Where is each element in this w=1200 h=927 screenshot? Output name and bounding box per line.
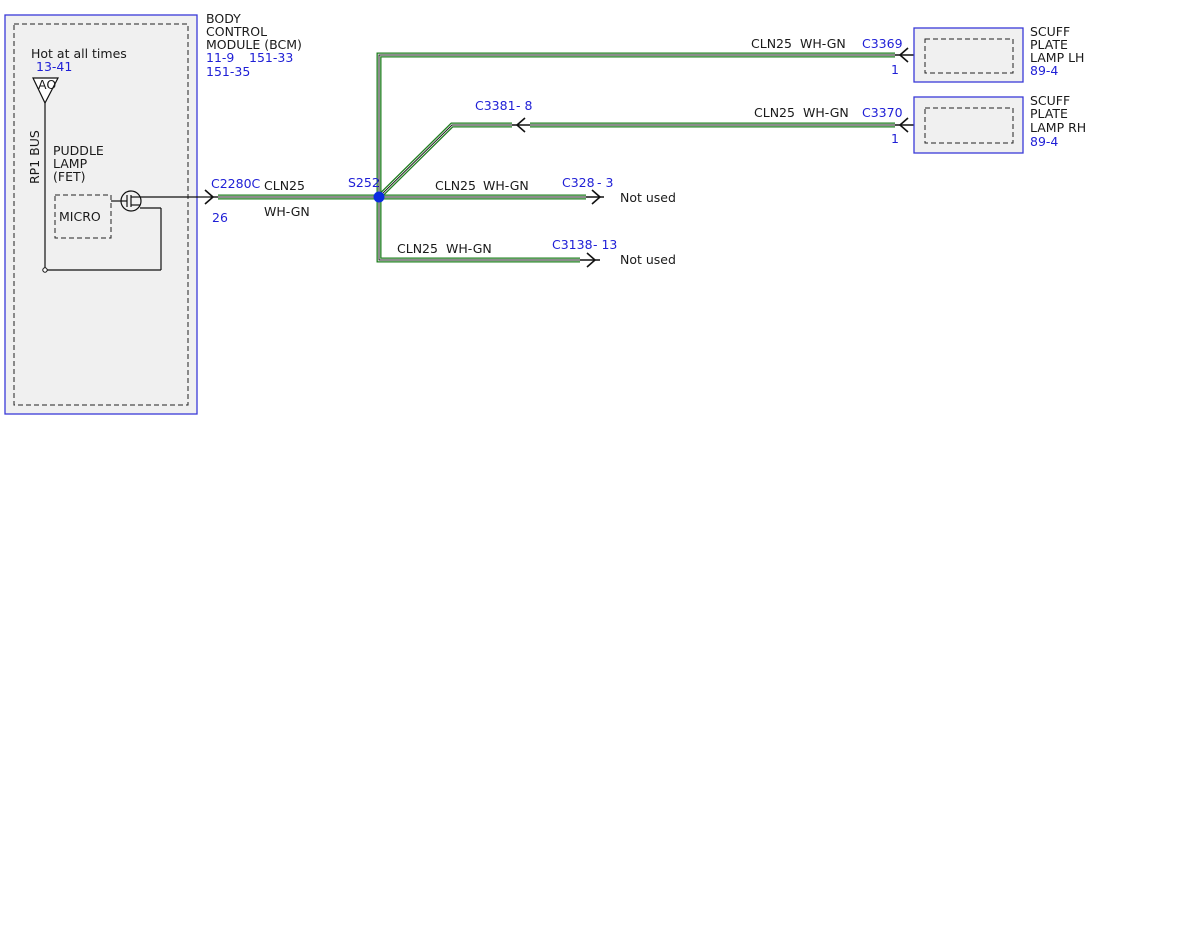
bcm-reference-2[interactable]: 151-33	[249, 50, 293, 65]
c3138-circuit-color: WH-GN	[446, 241, 492, 256]
lamp-rh-inner-boundary	[924, 107, 1014, 144]
connector-c2280c-label[interactable]: C2280C	[211, 176, 261, 191]
main-circuit-color: WH-GN	[264, 204, 310, 219]
lamp-rh-reference[interactable]: 89-4	[1030, 134, 1058, 149]
c328-circuit-code: CLN25	[435, 178, 476, 193]
c3138-circuit-code: CLN25	[397, 241, 438, 256]
connector-c3381-label[interactable]: C3381	[475, 98, 516, 113]
connector-c3138-icon[interactable]	[580, 252, 600, 268]
micro-label: MICRO	[59, 209, 101, 224]
connector-c328-icon[interactable]	[586, 189, 604, 205]
main-circuit-code: CLN25	[264, 178, 305, 193]
connector-c3138-pin: - 13	[593, 237, 617, 252]
puddle-lamp-label-1: PUDDLE	[53, 143, 104, 158]
hot-reference[interactable]: 13-41	[36, 59, 72, 74]
bcm-title-1: BODY	[206, 11, 241, 26]
bus-node	[42, 267, 48, 273]
scuff-plate-lamp-rh[interactable]	[913, 96, 1024, 154]
c3138-not-used-note: Not used	[620, 252, 676, 267]
lh-circuit-code: CLN25	[751, 36, 792, 51]
lamp-rh-title-3: LAMP RH	[1030, 120, 1086, 135]
bcm-title-2: CONTROL	[206, 24, 267, 39]
rh-circuit-color: WH-GN	[803, 105, 849, 120]
puddle-lamp-label-3: (FET)	[53, 169, 85, 184]
connector-c3381-pin: - 8	[516, 98, 532, 113]
connector-c2280c-icon[interactable]	[204, 189, 218, 205]
bcm-reference-3[interactable]: 151-35	[206, 64, 250, 79]
lamp-lh-title-2: PLATE	[1030, 37, 1068, 52]
splice-s252-dot[interactable]	[373, 191, 385, 203]
connector-c3381-icon[interactable]	[512, 117, 530, 133]
lamp-lh-outline	[913, 27, 1024, 83]
connector-c3370-pin: 1	[891, 131, 899, 146]
lamp-lh-title-1: SCUFF	[1030, 24, 1070, 39]
wire-s252-to-c3381[interactable]	[377, 122, 512, 199]
scuff-plate-lamp-lh[interactable]	[913, 27, 1024, 83]
lamp-lh-reference[interactable]: 89-4	[1030, 63, 1058, 78]
connector-c328-label[interactable]: C328	[562, 175, 595, 190]
connector-c3369-label[interactable]: C3369	[862, 36, 903, 51]
connector-c3370-label[interactable]: C3370	[862, 105, 903, 120]
fuse-label: AO	[38, 77, 56, 92]
hot-at-all-times-label: Hot at all times	[31, 46, 127, 61]
lamp-rh-title-2: PLATE	[1030, 106, 1068, 121]
bcm-inner-boundary	[13, 23, 189, 406]
puddle-lamp-label-2: LAMP	[53, 156, 88, 171]
micro-box	[54, 194, 112, 239]
connector-c3369-pin: 1	[891, 62, 899, 77]
fuse-triangle-icon	[32, 77, 59, 105]
rp1-bus-label: RP1 BUS	[27, 130, 42, 184]
splice-s252-label[interactable]: S252	[348, 175, 380, 190]
c328-circuit-color: WH-GN	[483, 178, 529, 193]
bcm-reference-1[interactable]: 11-9	[206, 50, 234, 65]
connector-c3138-label[interactable]: C3138	[552, 237, 593, 252]
bcm-title-3: MODULE (BCM)	[206, 37, 302, 52]
lamp-lh-title-3: LAMP LH	[1030, 50, 1084, 65]
lamp-rh-title-1: SCUFF	[1030, 93, 1070, 108]
connector-c328-pin: - 3	[597, 175, 613, 190]
connector-c2280c-pin: 26	[212, 210, 228, 225]
lamp-lh-inner-boundary	[924, 38, 1014, 74]
lamp-rh-outline	[913, 96, 1024, 154]
fet-transistor-icon	[111, 190, 142, 212]
lh-circuit-color: WH-GN	[800, 36, 846, 51]
c328-not-used-note: Not used	[620, 190, 676, 205]
body-control-module[interactable]	[4, 14, 198, 415]
wire-s252-to-c3369[interactable]	[376, 52, 895, 197]
wire-s252-to-c3138[interactable]	[376, 197, 580, 263]
bcm-outline	[4, 14, 198, 415]
rh-circuit-code: CLN25	[754, 105, 795, 120]
